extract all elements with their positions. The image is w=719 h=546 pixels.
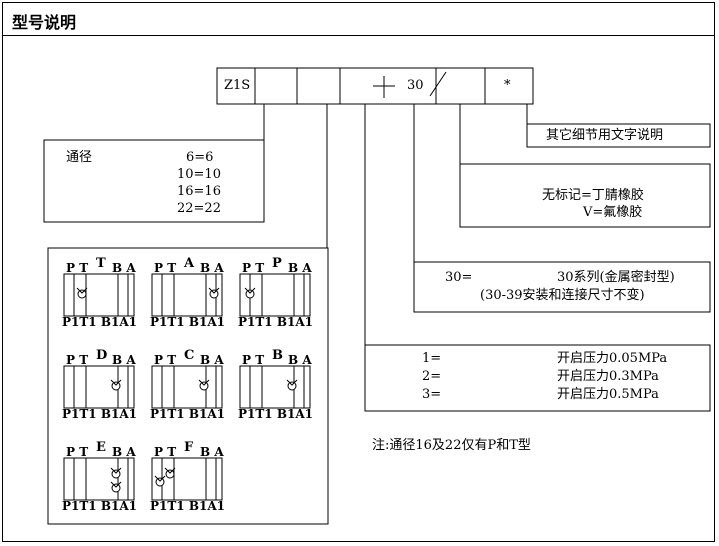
symbol-type-label: A xyxy=(184,256,195,271)
pressure-desc-3: 开启压力0.5MPa xyxy=(557,387,659,402)
symbol-type-label: T xyxy=(96,256,106,271)
seal-line2: V=氟橡胶 xyxy=(583,205,643,220)
symbol-top-label: P T xyxy=(242,353,265,367)
symbol-ba-label: B A xyxy=(200,353,224,367)
size-row-4: 22=22 xyxy=(177,201,221,216)
valve-symbol-C xyxy=(151,365,223,409)
seal-line1: 无标记=丁腈橡胶 xyxy=(542,188,644,203)
code-box-row xyxy=(216,67,534,105)
symbol-type-label: B xyxy=(272,348,283,363)
code-prefix: Z1S xyxy=(224,78,251,93)
valve-symbol-F xyxy=(151,457,223,501)
size-label: 通径 xyxy=(66,150,93,165)
symbol-type-label: E xyxy=(96,440,106,455)
symbol-top-label: P T xyxy=(66,261,89,275)
symbol-bottom-label: P1T1 B1A1 xyxy=(62,407,137,421)
pressure-box xyxy=(364,344,711,412)
series-code: 30= xyxy=(445,270,473,285)
size-row-1: 6=6 xyxy=(186,150,214,165)
check-valve-icon xyxy=(111,469,121,479)
symbol-bottom-label: P1T1 B1A1 xyxy=(238,407,313,421)
valve-symbol-P xyxy=(239,273,311,317)
symbol-top-label: P T xyxy=(66,353,89,367)
symbol-bottom-label: P1T1 B1A1 xyxy=(150,407,225,421)
symbol-top-label: P T xyxy=(154,445,177,459)
symbol-top-label: P T xyxy=(66,445,89,459)
code-series: 30 xyxy=(407,78,424,93)
symbol-bottom-label: P1T1 B1A1 xyxy=(238,315,313,329)
size-row-2: 10=10 xyxy=(177,167,221,182)
series-desc: 30系列(金属密封型) xyxy=(557,270,675,285)
page-title: 型号说明 xyxy=(12,13,77,32)
check-valve-icon xyxy=(245,289,255,299)
check-valve-icon xyxy=(199,381,209,391)
pressure-code-2: 2= xyxy=(422,369,442,384)
valve-symbol-A xyxy=(151,273,223,317)
check-valve-icon xyxy=(111,381,121,391)
symbol-ba-label: B A xyxy=(112,445,136,459)
check-valve-icon xyxy=(77,289,87,299)
check-valve-icon xyxy=(155,477,165,487)
check-valve-icon xyxy=(287,381,297,391)
pressure-desc-2: 开启压力0.3MPa xyxy=(557,369,659,384)
check-valve-icon xyxy=(165,469,175,479)
symbol-top-label: P T xyxy=(154,353,177,367)
pressure-desc-1: 开启压力0.05MPa xyxy=(557,351,668,366)
valve-symbol-D xyxy=(63,365,135,409)
header-bar: 型号说明 xyxy=(2,2,715,36)
symbol-type-label: D xyxy=(96,348,108,363)
size-row-3: 16=16 xyxy=(177,184,221,199)
other-box xyxy=(526,123,711,148)
other-text: 其它细节用文字说明 xyxy=(546,128,664,143)
symbol-ba-label: B A xyxy=(288,261,312,275)
symbol-type-label: C xyxy=(184,348,195,363)
symbol-bottom-label: P1T1 B1A1 xyxy=(150,315,225,329)
size-box xyxy=(43,139,265,223)
valve-symbol-E xyxy=(63,457,135,501)
symbol-type-label: F xyxy=(184,440,194,455)
pressure-code-3: 3= xyxy=(422,387,442,402)
symbol-top-label: P T xyxy=(154,261,177,275)
valve-symbol-B xyxy=(239,365,311,409)
pressure-code-1: 1= xyxy=(422,351,442,366)
valve-symbol-T xyxy=(63,273,135,317)
symbol-bottom-label: P1T1 B1A1 xyxy=(62,499,137,513)
symbol-top-label: P T xyxy=(242,261,265,275)
symbol-bottom-label: P1T1 B1A1 xyxy=(62,315,137,329)
series-box xyxy=(413,261,711,313)
seal-box xyxy=(459,163,711,228)
symbol-ba-label: B A xyxy=(112,261,136,275)
check-valve-icon xyxy=(209,289,219,299)
symbol-ba-label: B A xyxy=(112,353,136,367)
symbol-bottom-label: P1T1 B1A1 xyxy=(150,499,225,513)
symbol-ba-label: B A xyxy=(200,445,224,459)
symbol-box xyxy=(47,247,329,525)
symbol-ba-label: B A xyxy=(288,353,312,367)
symbol-type-label: P xyxy=(272,256,282,271)
series-note: (30-39安装和连接尺寸不变) xyxy=(480,288,645,303)
check-valve-icon xyxy=(111,483,121,493)
footnote: 注:通径16及22仅有P和T型 xyxy=(372,438,531,453)
code-star: * xyxy=(504,78,511,93)
symbol-ba-label: B A xyxy=(200,261,224,275)
